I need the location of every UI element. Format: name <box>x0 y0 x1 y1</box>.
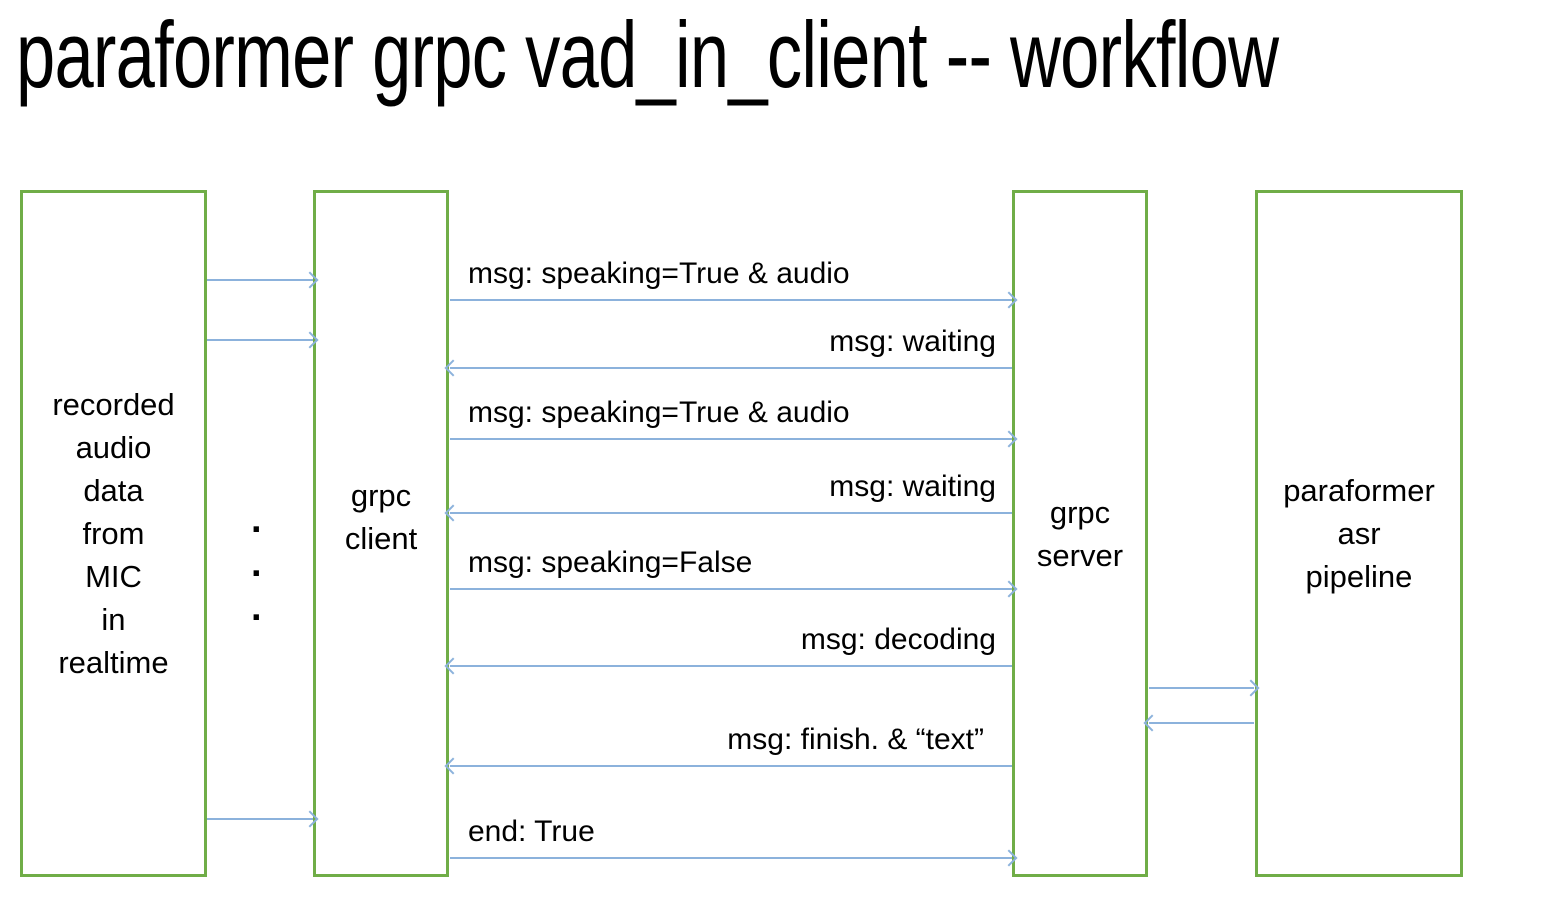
message-label: msg: waiting <box>829 325 996 358</box>
box-label-line: in <box>101 602 126 637</box>
box-label-line: data <box>83 473 144 508</box>
box-label-line: audio <box>75 430 152 465</box>
message-label: msg: speaking=False <box>468 546 753 579</box>
box-recorded-audio: recorded audio data from MIC in realtime <box>20 190 207 877</box>
arrow-right-icon <box>450 849 1018 867</box>
arrow-right-icon <box>1149 679 1260 697</box>
message-waiting-1: msg: waiting <box>444 323 1012 377</box>
dot: . <box>251 587 262 629</box>
diagram-title: paraformer grpc vad_in_client -- workflo… <box>16 2 1279 107</box>
arrow-right-icon <box>207 271 319 289</box>
box-label-line: client <box>344 520 418 556</box>
message-finish-text: msg: finish. & “text” <box>444 721 1012 775</box>
message-speaking-false: msg: speaking=False <box>450 544 1018 598</box>
message-speaking-true-audio-2: msg: speaking=True & audio <box>450 394 1018 448</box>
arrow-left-icon <box>444 504 1012 522</box>
box-grpc-client: grpc client <box>313 190 449 877</box>
continuation-dots: . . . <box>251 498 262 630</box>
message-decoding: msg: decoding <box>444 621 1012 675</box>
box-label-line: from <box>82 516 145 551</box>
box-grpc-server: grpc server <box>1012 190 1148 877</box>
box-label-line: grpc <box>1049 494 1111 530</box>
arrow-left-icon <box>1143 714 1254 732</box>
box-label-line: pipeline <box>1305 559 1413 594</box>
arrow-right-icon <box>450 430 1018 448</box>
box-label-line: realtime <box>58 645 169 680</box>
box-label-line: server <box>1036 537 1124 573</box>
arrow-left-icon <box>444 657 1012 675</box>
arrow-right-icon <box>207 331 319 349</box>
box-label-line: paraformer <box>1283 473 1435 508</box>
message-end-true: end: True <box>450 813 1018 867</box>
box-paraformer-pipeline: paraformer asr pipeline <box>1255 190 1463 877</box>
arrow-left-icon <box>444 757 1012 775</box>
box-label-line: recorded <box>52 387 175 422</box>
arrow-right-icon <box>450 580 1018 598</box>
arrow-right-icon <box>450 291 1018 309</box>
box-recorded-audio-label: recorded audio data from MIC in realtime <box>52 383 174 684</box>
message-label: msg: waiting <box>829 470 996 503</box>
arrow-left-icon <box>444 359 1012 377</box>
box-label-line: grpc <box>350 477 412 513</box>
message-speaking-true-audio-1: msg: speaking=True & audio <box>450 255 1018 309</box>
message-label: msg: finish. & “text” <box>727 723 984 756</box>
message-label: msg: speaking=True & audio <box>468 396 850 429</box>
box-label-line: asr <box>1337 516 1381 551</box>
message-label: msg: speaking=True & audio <box>468 257 850 290</box>
message-label: msg: decoding <box>800 623 996 656</box>
dot: . <box>251 499 262 541</box>
message-waiting-2: msg: waiting <box>444 468 1012 522</box>
box-paraformer-pipeline-label: paraformer asr pipeline <box>1283 469 1435 598</box>
dot: . <box>251 543 262 585</box>
arrow-right-icon <box>207 810 319 828</box>
box-grpc-server-label: grpc server <box>1037 491 1123 577</box>
box-grpc-client-label: grpc client <box>345 474 417 560</box>
box-label-line: MIC <box>85 559 142 594</box>
message-label: end: True <box>468 815 595 848</box>
